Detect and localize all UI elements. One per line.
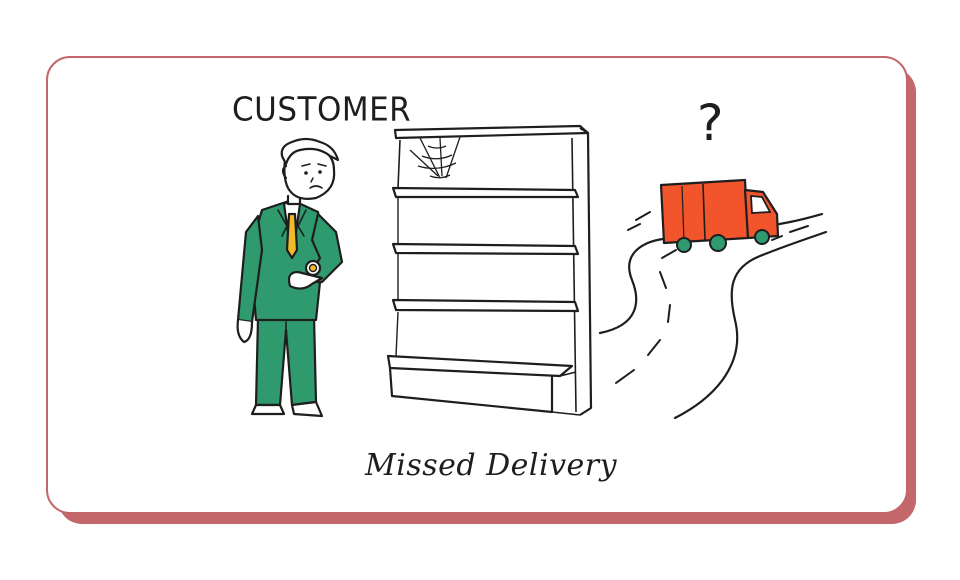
person-waiting-icon xyxy=(236,137,344,418)
cobweb-icon xyxy=(409,136,461,179)
customer-label: CUSTOMER xyxy=(232,91,412,129)
empty-shelf-icon xyxy=(386,124,593,416)
delivery-truck-icon xyxy=(659,178,780,253)
road-icon xyxy=(598,211,828,420)
question-mark-label: ? xyxy=(697,94,724,152)
caption-label: Missed Delivery xyxy=(365,448,618,483)
